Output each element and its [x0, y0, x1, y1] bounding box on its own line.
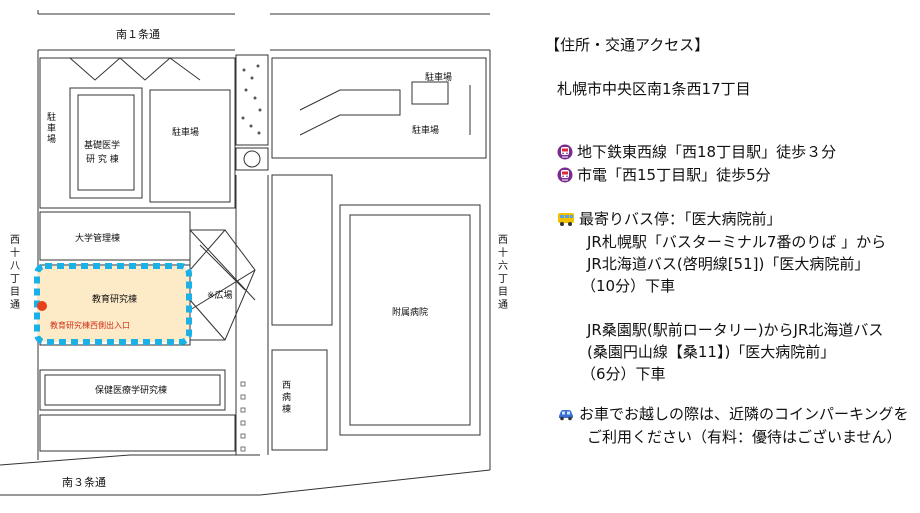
car-access-line2: ご利用ください（有料：優待はございません）	[587, 428, 902, 446]
campus-map: 南１条通 南３条通 西 十 八 丁 目 通 西 十 六 丁 目 通 駐 車 場 …	[0, 10, 508, 496]
west-ward-label: 西 病 棟	[282, 380, 291, 415]
bus-route2-line2: (桑園円山線【桑11】)「医大病院前」	[587, 343, 836, 361]
svg-text:棟: 棟	[282, 403, 291, 415]
bus-route2-line3: （6分）下車	[581, 365, 666, 383]
street-north-label: 南１条通	[116, 27, 160, 41]
street-south-label: 南３条通	[62, 475, 106, 489]
bus-route1-line2: JR北海道バス(啓明線[51])「医大病院前」	[587, 255, 870, 273]
svg-text:場: 場	[47, 133, 56, 145]
admin-building-label: 大学管理棟	[75, 232, 120, 244]
health-science-building-label: 保健医療学研究棟	[95, 384, 167, 396]
bus-icon	[558, 213, 574, 226]
education-building-highlight[interactable]	[34, 263, 192, 345]
parking-center-label: 駐車場	[172, 126, 199, 138]
svg-text:丁: 丁	[498, 274, 508, 285]
bus-stop-title: 最寄りバス停：「医大病院前」	[579, 210, 782, 228]
plaza-label: ※広場	[207, 289, 233, 301]
svg-text:基礎医学: 基礎医学	[84, 139, 120, 151]
subway-access-text: 地下鉄東西線「西18丁目駅」徒歩３分	[577, 143, 837, 161]
address-text: 札幌市中央区南1条西17丁目	[557, 80, 751, 98]
svg-text:十: 十	[10, 246, 20, 259]
entrance-pin[interactable]	[37, 301, 47, 311]
svg-text:西: 西	[282, 380, 291, 391]
access-heading: 【住所・交通アクセス】	[545, 36, 710, 54]
svg-text:西: 西	[498, 235, 508, 246]
parking-right-top-label: 駐車場	[425, 71, 452, 83]
svg-text:八: 八	[10, 261, 20, 272]
svg-text:十: 十	[498, 246, 508, 259]
svg-text:丁: 丁	[10, 274, 20, 285]
svg-text:車: 車	[47, 122, 56, 134]
bus-route1-line1: JR札幌駅「バスターミナル7番のりば 」から	[587, 233, 887, 251]
parking-left-label: 駐 車 場	[47, 111, 56, 145]
svg-text:六: 六	[498, 260, 508, 272]
bus-route1-line3: （10分）下車	[581, 277, 676, 295]
education-building-label: 教育研究棟	[92, 293, 137, 305]
entrance-pin-label: 教育研究棟西側出入口	[50, 320, 130, 330]
svg-text:研 究 棟: 研 究 棟	[86, 153, 119, 165]
tram-access-text: 市電「西15丁目駅」徒歩5分	[577, 166, 771, 184]
bus-route2-line1: JR桑園駅(駅前ロータリー)からJR北海道バス	[587, 321, 884, 339]
car-access-line1: お車でお越しの際は、近隣のコインパーキングを	[579, 405, 909, 423]
street-east-label: 西 十 六 丁 目 通	[498, 235, 508, 311]
street-west-label: 西 十 八 丁 目 通	[10, 235, 20, 311]
svg-text:西: 西	[10, 235, 20, 246]
basic-medicine-building-label: 基礎医学 研 究 棟	[84, 139, 120, 165]
parking-right-mid-label: 駐車場	[412, 124, 439, 136]
hospital-label: 附属病院	[392, 306, 428, 318]
train-icon	[557, 144, 573, 160]
svg-text:駐: 駐	[47, 111, 56, 123]
svg-text:目: 目	[498, 287, 508, 298]
train-icon	[557, 167, 573, 183]
access-info-panel: 【住所・交通アクセス】 札幌市中央区南1条西17丁目 地下鉄東西線「西18丁目駅…	[545, 0, 920, 513]
svg-text:通: 通	[10, 299, 20, 311]
svg-text:通: 通	[498, 299, 508, 311]
svg-text:病: 病	[282, 391, 291, 403]
svg-text:目: 目	[10, 287, 20, 298]
car-icon	[559, 410, 573, 421]
